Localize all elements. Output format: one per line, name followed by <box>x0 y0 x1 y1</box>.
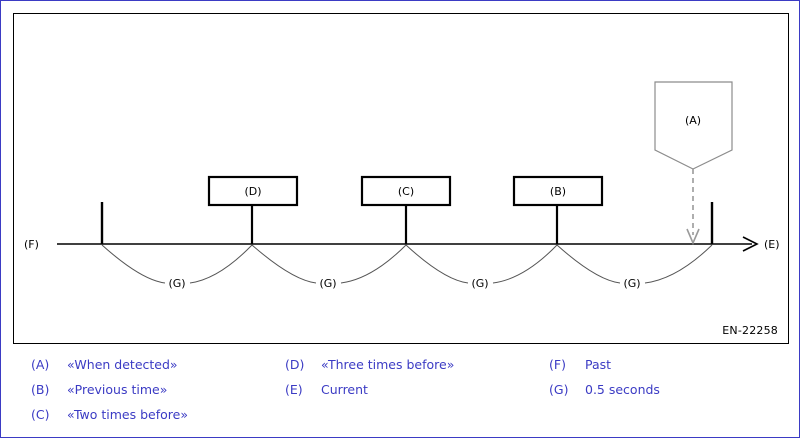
interval-label-3: (G) <box>471 277 488 290</box>
legend-item-g: (G) 0.5 seconds <box>549 382 660 407</box>
event-box-label-b: (B) <box>550 185 566 198</box>
figure-reference-number: EN-22258 <box>722 324 778 337</box>
event-box-c <box>360 175 452 207</box>
legend-key-g: (G) <box>549 382 569 397</box>
interval-arc-2-left <box>251 244 317 284</box>
legend-key-e: (E) <box>285 382 303 397</box>
legend-column-1: (A) «When detected» (B) «Previous time» … <box>31 357 188 432</box>
interval-arc-3-right <box>492 244 558 284</box>
interval-arc-4-right <box>644 244 713 284</box>
interval-arc-3-left <box>405 244 469 284</box>
legend-text-d: «Three times before» <box>321 357 455 372</box>
legend-text-a: «When detected» <box>67 357 178 372</box>
interval-arc-1-left <box>101 244 166 284</box>
axis-label-current: (E) <box>764 238 780 251</box>
legend-key-c: (C) <box>31 407 50 422</box>
legend-text-e: Current <box>321 382 368 397</box>
interval-arc-1-right <box>189 244 253 284</box>
axis-label-past: (F) <box>24 238 39 251</box>
time-axis-arrowhead <box>742 236 759 252</box>
legend-key-a: (A) <box>31 357 50 372</box>
legend-key-d: (D) <box>285 357 305 372</box>
event-box-b <box>512 175 604 207</box>
timeline-diagram: (D) (C) (B) (A) (G) (G) <box>24 81 780 290</box>
legend-item-e: (E) Current <box>285 382 454 407</box>
legend-text-b: «Previous time» <box>67 382 168 397</box>
legend-column-2: (D) «Three times before» (E) Current <box>285 357 454 407</box>
legend-item-c: (C) «Two times before» <box>31 407 188 432</box>
legend-key-b: (B) <box>31 382 50 397</box>
legend-column-3: (F) Past (G) 0.5 seconds <box>549 357 660 407</box>
interval-label-2: (G) <box>319 277 336 290</box>
legend-item-a: (A) «When detected» <box>31 357 188 382</box>
interval-label-4: (G) <box>623 277 640 290</box>
event-box-label-c: (C) <box>398 185 414 198</box>
callout-label-a: (A) <box>685 114 701 127</box>
callout-pentagon-a <box>654 81 733 170</box>
legend-text-c: «Two times before» <box>67 407 188 422</box>
callout-leader-arrowhead <box>686 228 700 246</box>
event-box-d <box>207 175 299 207</box>
interval-arc-2-right <box>340 244 407 284</box>
legend-item-b: (B) «Previous time» <box>31 382 188 407</box>
event-box-label-d: (D) <box>244 185 261 198</box>
legend-text-f: Past <box>585 357 612 372</box>
legend-text-g: 0.5 seconds <box>585 382 660 397</box>
figure-frame: (D) (C) (B) (A) (G) (G) <box>13 13 789 344</box>
interval-arc-4-left <box>556 244 621 284</box>
legend-item-f: (F) Past <box>549 357 660 382</box>
legend-key-f: (F) <box>549 357 566 372</box>
legend-item-d: (D) «Three times before» <box>285 357 454 382</box>
interval-label-1: (G) <box>168 277 185 290</box>
